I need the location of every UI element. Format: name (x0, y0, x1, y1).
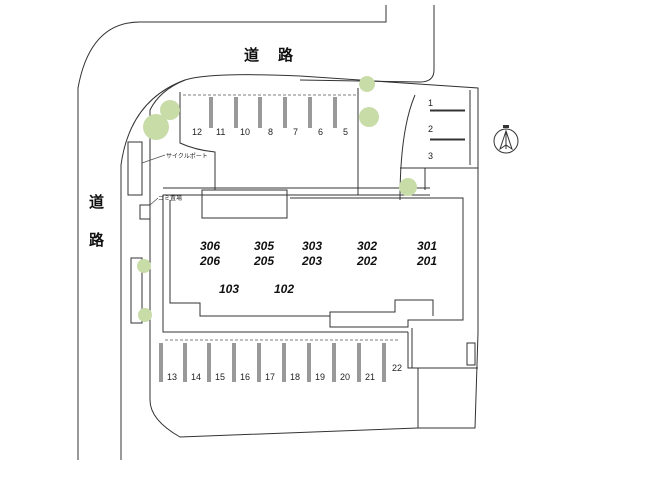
south-parking (159, 328, 478, 428)
road-label-west-top: 道 (89, 193, 106, 211)
unit-number: 102 (274, 282, 294, 296)
unit-number: 201 (416, 254, 437, 268)
parking-slot-label: 2 (428, 124, 433, 134)
road-edges (77, 5, 435, 460)
tree (160, 100, 180, 120)
parking-slot-label: 10 (240, 127, 250, 137)
site-boundary (149, 74, 479, 438)
parking-slot-label: 16 (240, 372, 250, 382)
parking-slot-label: 8 (268, 127, 273, 137)
west-boxes (130, 257, 143, 324)
garbage-area: ゴミ置場 (139, 194, 182, 220)
trees (137, 76, 417, 322)
parking-south-labels: 13 14 15 16 17 18 19 20 21 (167, 372, 375, 382)
tree (359, 76, 375, 92)
building (162, 187, 464, 333)
unit-number: 202 (356, 254, 377, 268)
road-label-north: 道 路 (244, 46, 295, 64)
parking-slot-label: 13 (167, 372, 177, 382)
garbage-label: ゴミ置場 (158, 194, 182, 202)
parking-north-labels: 12 11 10 8 7 6 5 (192, 127, 348, 137)
north-parking (179, 88, 359, 195)
unit-number: 103 (219, 282, 239, 296)
cycle-port: サイクルポート (127, 141, 208, 196)
compass-north-icon (493, 125, 519, 154)
units-floor1: 103 102 (219, 282, 294, 296)
parking-slot-label: 3 (428, 151, 433, 161)
unit-number: 305 (254, 239, 274, 253)
tree (143, 114, 169, 140)
units-floor3: 306 305 303 302 301 (200, 239, 437, 253)
road-label-west-bottom: 路 (89, 231, 106, 249)
unit-number: 301 (417, 239, 437, 253)
parking-slot-label: 11 (216, 127, 225, 137)
parking-slot-label: 20 (340, 372, 350, 382)
unit-number: 302 (357, 239, 377, 253)
units-floor2: 206 205 203 202 201 (199, 254, 437, 268)
parking-slot-label: 7 (293, 127, 298, 137)
parking-slot-label: 6 (318, 127, 323, 137)
unit-number: 303 (302, 239, 322, 253)
parking-slot-label: 5 (343, 127, 348, 137)
tree (399, 178, 417, 196)
unit-number: 206 (199, 254, 220, 268)
parking-slot-label: 18 (290, 372, 300, 382)
tree (359, 107, 379, 127)
unit-number: 205 (253, 254, 274, 268)
parking-slot-label: 1 (428, 98, 433, 108)
unit-number: 306 (200, 239, 220, 253)
parking-slot-label: 17 (265, 372, 275, 382)
tree (137, 259, 151, 273)
parking-slot-label: 21 (365, 372, 375, 382)
parking-slot-label: 12 (192, 127, 202, 137)
parking-east-labels: 1 2 3 (428, 98, 433, 161)
cycle-port-label: サイクルポート (166, 152, 208, 160)
unit-number: 203 (301, 254, 322, 268)
parking-slot-label: 14 (191, 372, 201, 382)
parking-slot-label: 22 (392, 363, 402, 373)
parking-slot-label: 19 (315, 372, 325, 382)
tree (138, 308, 152, 322)
parking-slot-label: 15 (215, 372, 225, 382)
